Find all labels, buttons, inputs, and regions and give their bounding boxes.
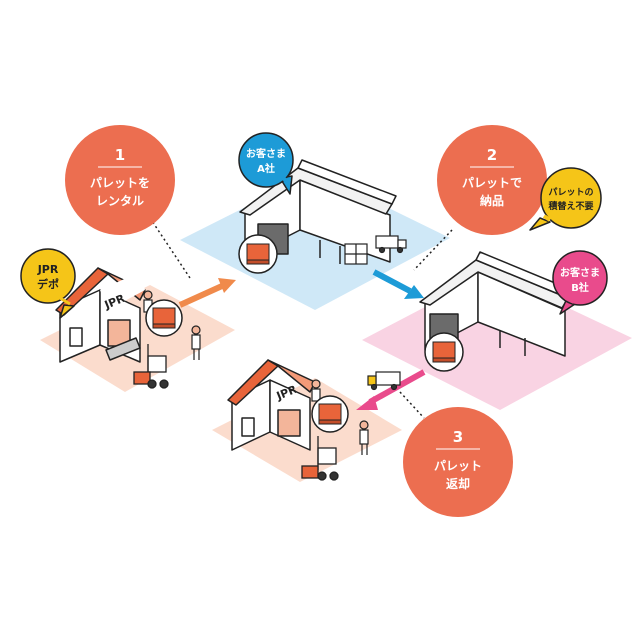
step-2-line2: 納品	[480, 193, 504, 208]
arrow-a-to-b	[372, 269, 424, 299]
worker-3	[359, 420, 369, 455]
step-3-circle: 3 パレット 返却	[403, 407, 513, 517]
bubble-customer-b: お客さま B社	[552, 250, 608, 315]
step-1-circle: 1 パレットを レンタル	[65, 125, 175, 235]
step-2-line1: パレットで	[462, 176, 522, 190]
step-1-number: 1	[115, 146, 125, 164]
step-3-line1: パレット	[434, 459, 482, 473]
step-3-number: 3	[453, 428, 463, 446]
worker-4	[311, 379, 321, 402]
bubble-b-line1: お客さま	[560, 266, 600, 279]
pallet-badge-depot-1	[145, 299, 183, 337]
step-2-circle: 2 パレットで 納品	[437, 125, 547, 235]
bubble-no-transfer-line2: 積替え不要	[547, 200, 593, 212]
jpr-depot-building-2	[227, 359, 316, 451]
truck-b	[367, 371, 401, 391]
step-1-line2: レンタル	[96, 194, 144, 208]
leader-line-2	[413, 229, 453, 271]
bubble-a-line2: A社	[257, 162, 275, 175]
jpr-depot-building-1	[55, 267, 146, 363]
bubble-jpr-line2: デポ	[37, 277, 59, 291]
bubble-jpr-depot: JPR デポ	[20, 248, 76, 319]
forklift-2	[301, 436, 339, 481]
leader-line-1	[149, 217, 191, 279]
worker-1	[191, 325, 201, 360]
forklift-1	[133, 344, 169, 389]
arrow-rental-to-a	[178, 278, 236, 308]
step-1-line1: パレットを	[90, 176, 150, 190]
step-2-number: 2	[487, 146, 497, 164]
bubble-b-line2: B社	[571, 281, 589, 294]
boxes-stack-a	[344, 243, 368, 265]
bubble-no-transfer: パレットの 積替え不要	[529, 167, 602, 231]
bubble-jpr-line1: JPR	[37, 263, 59, 276]
bubble-no-transfer-line1: パレットの	[548, 186, 593, 198]
pallet-badge-customer-b	[424, 332, 464, 372]
bubble-a-line1: お客さま	[246, 147, 286, 160]
truck-a	[375, 235, 407, 254]
pallet-badge-depot-2	[311, 395, 349, 433]
leader-line-3	[399, 391, 425, 419]
step-3-line2: 返却	[446, 476, 470, 491]
bubble-customer-a: お客さま A社	[238, 132, 294, 195]
pallet-badge-customer-a	[238, 234, 278, 274]
